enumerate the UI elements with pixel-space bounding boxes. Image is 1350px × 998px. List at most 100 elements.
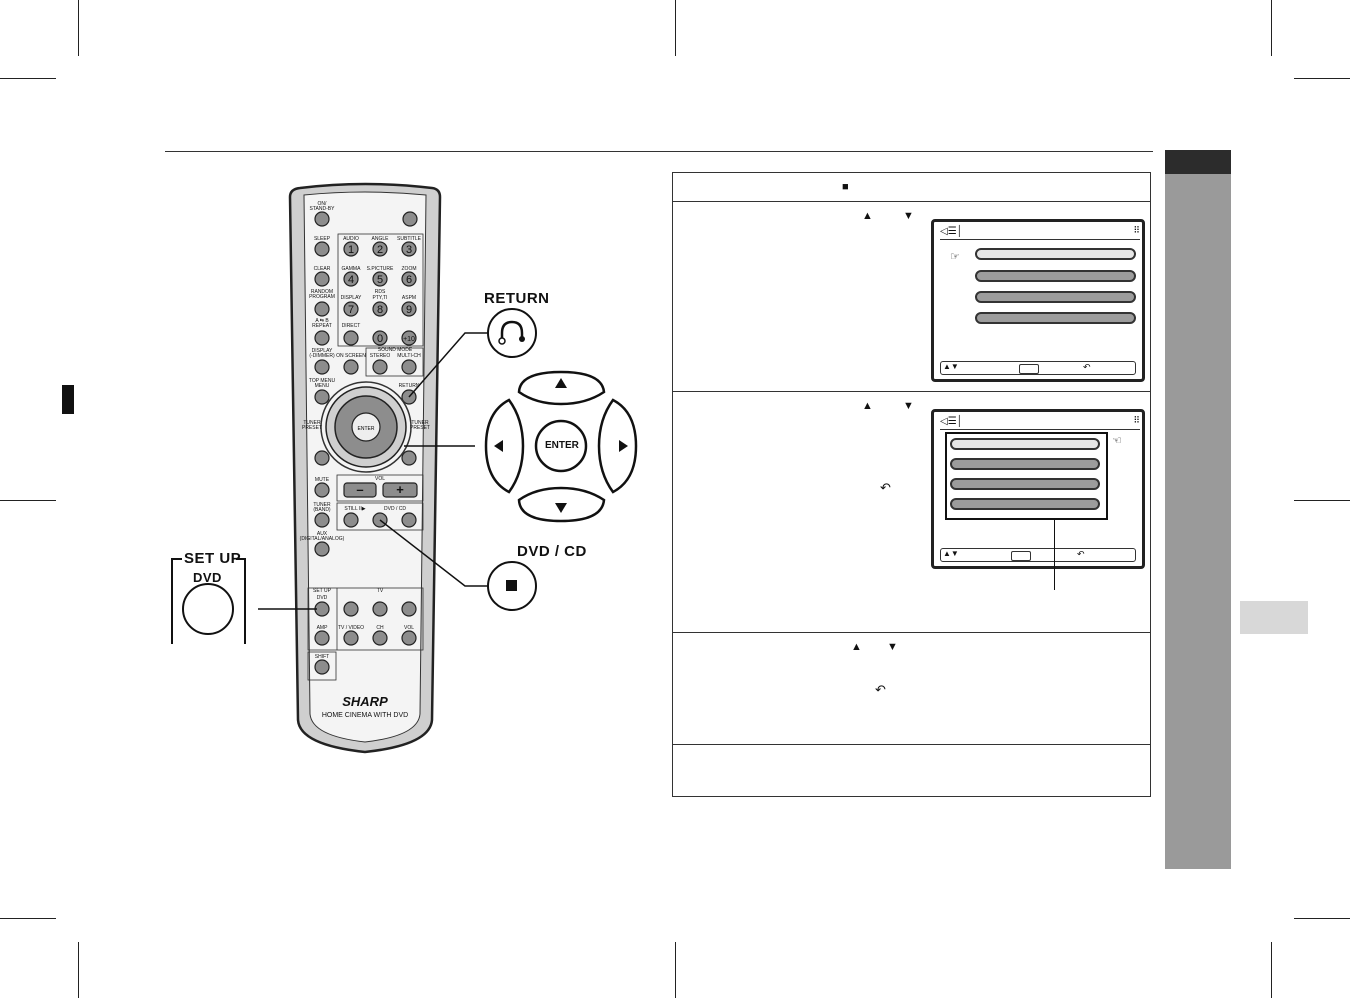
- setup-callout-label: SET UP: [184, 550, 242, 567]
- osd-menu-item[interactable]: [975, 312, 1136, 324]
- svg-text:VOL: VOL: [375, 476, 385, 482]
- osd-menu-item[interactable]: [975, 270, 1136, 282]
- svg-text:HOME CINEMA WITH DVD: HOME CINEMA WITH DVD: [322, 712, 408, 719]
- crop-mark: [675, 942, 676, 998]
- return-icon: ↶: [880, 480, 891, 495]
- up-arrow-icon: ▲: [851, 641, 862, 653]
- svg-text:DISPLAY: DISPLAY: [341, 295, 362, 301]
- osd-menu-item[interactable]: [975, 291, 1136, 303]
- svg-text:ANGLE: ANGLE: [372, 236, 390, 242]
- svg-text:TV: TV: [377, 588, 384, 594]
- table-row: ▲ ▼ ◁☰│ ⠿ ☞ ▲▼ ↶: [673, 202, 1150, 392]
- svg-text:STAND-BY: STAND-BY: [310, 206, 336, 212]
- svg-text:RDS: RDS: [375, 289, 386, 295]
- svg-text:ON/: ON/: [318, 201, 328, 207]
- table-row: [673, 745, 1150, 798]
- svg-text:+: +: [396, 482, 404, 497]
- section-tab-dark: [1165, 150, 1231, 174]
- svg-text:8: 8: [377, 304, 383, 316]
- table-row: ■: [673, 173, 1150, 202]
- svg-text:DVD: DVD: [317, 595, 328, 601]
- crop-mark: [1294, 918, 1350, 919]
- svg-text:MENU: MENU: [315, 383, 330, 389]
- stop-icon: ■: [842, 181, 849, 193]
- svg-text:SOUND MODE: SOUND MODE: [378, 347, 413, 353]
- svg-text:0: 0: [377, 333, 383, 345]
- svg-text:AUDIO: AUDIO: [343, 236, 359, 242]
- svg-text:PRESET: PRESET: [302, 425, 322, 431]
- header-rule: [165, 151, 1153, 152]
- svg-text:TUNER: TUNER: [411, 420, 429, 426]
- osd-menu-item[interactable]: [950, 498, 1100, 510]
- svg-text:SLEEP: SLEEP: [314, 236, 331, 242]
- up-arrow-icon: ▲: [862, 400, 873, 412]
- svg-text:ON SCREEN: ON SCREEN: [336, 353, 366, 359]
- svg-text:PROGRAM: PROGRAM: [309, 294, 335, 300]
- osd-screen: ◁☰│ ⠿ ☞ ▲▼ ↶: [931, 219, 1145, 382]
- enter-button-label[interactable]: ENTER: [545, 440, 579, 451]
- grid-icon: ⠿: [1133, 415, 1140, 425]
- svg-text:AMP: AMP: [317, 625, 329, 631]
- stop-button[interactable]: [488, 562, 536, 610]
- svg-text:PTY,TI: PTY,TI: [373, 295, 388, 301]
- svg-text:(BAND): (BAND): [313, 507, 331, 513]
- svg-text:SHIFT: SHIFT: [315, 654, 329, 660]
- osd-menu-item[interactable]: [950, 478, 1100, 490]
- osd-menu-item[interactable]: [950, 438, 1100, 450]
- svg-text:TUNER: TUNER: [313, 502, 331, 508]
- return-button[interactable]: [488, 309, 536, 357]
- setup-dvd-button[interactable]: [183, 584, 233, 634]
- table-row: ▲ ▼ ↶ ◁☰│ ⠿ ☜ ▲▼ ↶: [673, 392, 1150, 633]
- pointer-hand-icon: ☞: [950, 251, 960, 263]
- svg-text:AUX: AUX: [317, 531, 328, 537]
- svg-text:PRESET: PRESET: [410, 425, 430, 431]
- svg-text:TV / VIDEO: TV / VIDEO: [338, 625, 364, 631]
- svg-text:7: 7: [348, 304, 354, 316]
- svg-text:RETURN: RETURN: [399, 383, 420, 389]
- page-side-marker: [62, 385, 74, 414]
- svg-text:RANDOM: RANDOM: [311, 289, 333, 295]
- svg-text:4: 4: [348, 274, 354, 286]
- svg-text:STILL II▶: STILL II▶: [344, 506, 365, 512]
- svg-text:DISPLAY: DISPLAY: [312, 348, 333, 354]
- osd-menu-item[interactable]: [950, 458, 1100, 470]
- crop-mark: [675, 0, 676, 56]
- svg-text:VOL: VOL: [404, 625, 414, 631]
- svg-text:SET UP: SET UP: [313, 588, 332, 594]
- osd-footer: ▲▼ ↶: [940, 548, 1136, 562]
- svg-text:+10: +10: [403, 336, 415, 343]
- crop-mark: [78, 942, 79, 998]
- svg-text:CH: CH: [376, 625, 384, 631]
- crop-mark: [1271, 942, 1272, 998]
- svg-text:SUBTITLE: SUBTITLE: [397, 236, 422, 242]
- dvdcd-callout-label: DVD / CD: [517, 543, 587, 560]
- svg-text:ENTER: ENTER: [358, 426, 375, 432]
- svg-text:DIRECT: DIRECT: [342, 323, 361, 329]
- section-tab-light: [1240, 601, 1308, 634]
- crop-mark: [78, 0, 79, 56]
- pointer-hand-icon: ☜: [1112, 435, 1122, 447]
- svg-text:2: 2: [377, 244, 383, 256]
- svg-text:(-DIMMER): (-DIMMER): [309, 353, 335, 359]
- svg-text:REPEAT: REPEAT: [312, 323, 332, 329]
- svg-text:SHARP: SHARP: [342, 694, 388, 709]
- speaker-menu-icon: ◁☰│: [940, 416, 963, 427]
- submenu-leader-line: [1054, 520, 1055, 590]
- svg-text:MUTE: MUTE: [315, 477, 330, 483]
- crop-mark: [1294, 78, 1350, 79]
- crop-mark: [1294, 500, 1350, 501]
- crop-mark: [0, 500, 56, 501]
- svg-text:CLEAR: CLEAR: [314, 266, 331, 272]
- svg-text:3: 3: [406, 244, 412, 256]
- svg-text:DVD / CD: DVD / CD: [384, 506, 406, 512]
- svg-text:–: –: [356, 482, 363, 497]
- return-callout-label: RETURN: [484, 290, 550, 307]
- crop-mark: [0, 918, 56, 919]
- speaker-menu-icon: ◁☰│: [940, 226, 963, 237]
- svg-text:STEREO: STEREO: [370, 353, 391, 359]
- svg-text:(DIGITAL/ANALOG): (DIGITAL/ANALOG): [300, 536, 345, 542]
- svg-text:6: 6: [406, 274, 412, 286]
- svg-text:A ⇆ B: A ⇆ B: [315, 318, 329, 324]
- osd-menu-item[interactable]: [975, 248, 1136, 260]
